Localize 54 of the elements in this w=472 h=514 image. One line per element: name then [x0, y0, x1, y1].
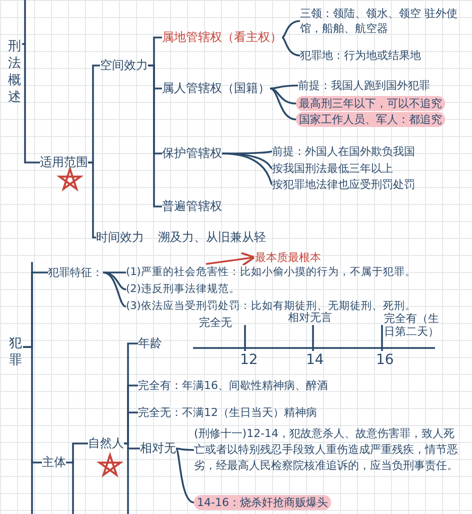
note-text: 三领：领陆、领水、领空 驻外使馆，船舶、航空器 — [300, 6, 465, 36]
branch-label: 犯罪特征： — [48, 265, 103, 280]
note-text: 前提：外国人在国外欺负我国 — [272, 144, 415, 159]
note-text: 前提：我国人跑到国外犯罪 — [298, 78, 430, 93]
branch-line — [23, 346, 42, 464]
branch-label: 空间效力 — [100, 58, 148, 73]
note-text: 完全有：年满16、间歇性精神病、醉酒 — [138, 378, 328, 393]
note-text: 按犯罪地法律也应受刑罚处罚 — [272, 177, 415, 192]
branch-line — [282, 36, 300, 56]
topic-heading: 犯罪 — [9, 335, 23, 369]
branch-line — [175, 448, 194, 504]
branch-line — [102, 272, 126, 290]
note-text: (1)严重的社会危害性：比如小偷小摸的行为，不属于犯罪。 — [126, 265, 416, 280]
highlighted-note: 14-16：烧杀奸抢商贩爆头 — [194, 495, 331, 510]
branch-line — [270, 88, 296, 104]
branch-label: 年龄 — [138, 336, 162, 351]
note-text: (2)违反刑事法律规范。 — [126, 282, 240, 297]
note-text: 按我国刑法最低三年以上 — [272, 161, 393, 176]
branch-line — [270, 84, 298, 90]
scale-label: 完全无 — [199, 316, 232, 329]
branch-label: 属地管辖权（看主权） — [162, 30, 282, 45]
note-text: 犯罪地：行为地或结果地 — [300, 48, 421, 63]
branch-label: 保护管辖权 — [162, 146, 222, 161]
note-text: (刑修十一)12-14，犯故意杀人、故意伤害罪，致人死亡或者以特别残忍手段致人重伤造成严重残疾，情节恶劣，经最高人民检察院核准追诉的，应当负刑事责任。 — [194, 426, 464, 474]
scale-label: 完全有（生日第二天） — [384, 312, 440, 338]
arrow — [206, 252, 256, 266]
scale-label: 相对无言 — [288, 311, 332, 324]
branch-line — [22, 43, 40, 164]
branch-line — [176, 448, 194, 451]
branch-line — [103, 272, 126, 274]
tick-label: 16 — [376, 352, 394, 368]
topic-heading: 刑法概述 — [8, 38, 22, 106]
branch-line — [282, 20, 300, 38]
highlighted-note: 最高刑三年以下，可以不追究 — [296, 96, 445, 111]
branch-label: 自然人 — [88, 436, 124, 451]
branch-line — [222, 152, 273, 185]
branch-line — [124, 412, 138, 444]
annotation-text: 最本质最根本 — [255, 250, 321, 265]
branch-line — [88, 162, 96, 238]
branch-label: 普遍管辖权 — [162, 199, 222, 214]
branch-label: 相对无 — [140, 441, 176, 456]
branch-label: 属人管辖权（国籍） — [162, 81, 270, 96]
tick-label: 12 — [240, 352, 258, 368]
note-text: 溯及力、从旧兼从轻 — [158, 230, 266, 244]
branch-line — [270, 88, 296, 120]
branch-label: 时间效力 — [96, 230, 144, 244]
branch-label: 适用范围 — [40, 155, 88, 170]
branch-line — [66, 442, 88, 464]
branch-line — [124, 442, 140, 450]
note-text: 完全无：不满12（生日当天）精神病 — [138, 405, 317, 420]
tick-label: 14 — [306, 352, 324, 368]
branch-line — [102, 272, 126, 308]
branch-label: 主体 — [42, 455, 66, 470]
highlighted-note: 国家工作人员、军人：都追究 — [296, 112, 445, 127]
